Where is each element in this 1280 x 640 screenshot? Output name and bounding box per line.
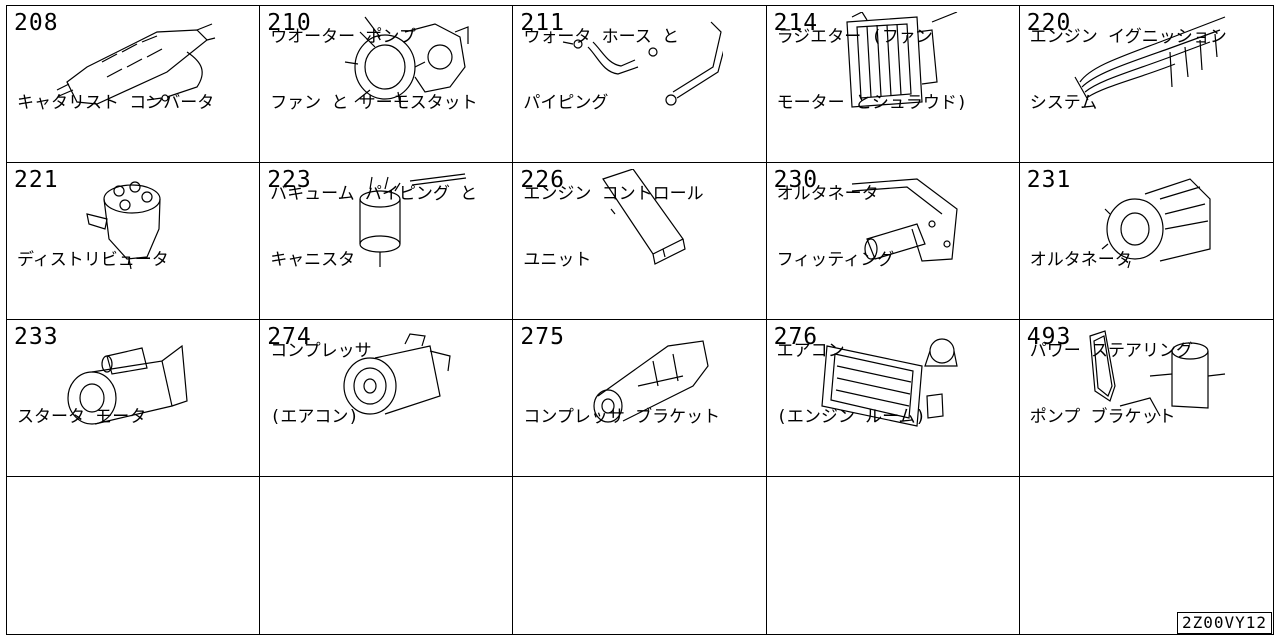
part-cell-223[interactable]: 223 バキューム パイピング と キャニスタ [260,163,514,320]
part-label: ウオーター ポンプ ファン と サーモスタット [270,27,478,113]
part-code: 231 [1026,167,1072,193]
part-code: 274 [267,324,312,350]
compressor-bracket-icon [553,326,723,428]
part-label: ディストリビュータ [17,250,169,270]
diagram-id: 2Z00VY12 [1176,612,1272,634]
part-code: 211 [520,10,565,36]
part-label: エンジン イグニッション システム [1029,27,1227,113]
part-cell-274[interactable]: 274 コンプレッサ (エアコン) [260,320,514,477]
empty-cell [513,477,767,634]
part-code: 221 [14,167,59,193]
vacuum-canister-icon [300,169,470,271]
parts-index-grid: 208 キャタリスト コンバータ 210 ウオーター ポンプ [6,5,1274,635]
part-code: 214 [773,10,819,36]
part-cell-275[interactable]: 275 コンプレッサ ブラケット [513,320,767,477]
part-cell-210[interactable]: 210 ウオーター ポンプ ファン と サーモスタット [260,6,514,163]
ignition-wires-icon [1060,12,1230,114]
part-cell-220[interactable]: 220 エンジン イグニッション システム [1019,6,1273,163]
part-label: パワー ステアリング ポンプ ブラケット [1029,341,1194,427]
ac-condenser-icon [807,326,977,428]
part-code: 276 [773,324,819,350]
part-cell-230[interactable]: 230 オルタネータ フィッティング [766,163,1020,320]
alternator-bracket-icon [807,169,977,271]
control-unit-icon [553,169,723,271]
part-cell-276[interactable]: 276 エアコン (エンジン ルーム) [766,320,1020,477]
part-cell-208[interactable]: 208 キャタリスト コンバータ [7,6,261,163]
part-label: バキューム パイピング と キャニスタ [270,184,478,270]
part-label: オルタネータ [1029,250,1132,270]
starter-motor-icon [47,326,217,428]
part-label: ウォータ ホース と パイピング [523,27,680,113]
alternator-icon [1060,169,1230,271]
part-code: 208 [14,10,59,36]
part-label: エンジン コントロール ユニット [523,184,704,270]
catalytic-converter-icon [47,12,217,114]
part-code: 230 [773,167,819,193]
part-cell-214[interactable]: 214 ラジエター (ファン モーター とシュラウド) [766,6,1020,163]
part-cell-221[interactable]: 221 ディストリビュータ [7,163,261,320]
part-code: 223 [267,167,312,193]
part-code: 210 [267,10,312,36]
empty-cell [1020,477,1273,634]
part-label: ラジエター (ファン モーター とシュラウド) [776,27,968,113]
part-cell-231[interactable]: 231 オルタネータ [1019,163,1273,320]
part-label: スタータ モータ [17,407,147,427]
radiator-icon [807,12,977,114]
part-code: 233 [14,324,59,350]
part-label: オルタネータ フィッティング [776,184,895,270]
part-code: 275 [520,324,565,350]
part-label: コンプレッサ ブラケット [523,407,721,427]
part-label: キャタリスト コンバータ [17,93,215,113]
part-cell-211[interactable]: 211 ウォータ ホース と パイピング [513,6,767,163]
part-label: コンプレッサ (エアコン) [270,341,372,427]
part-code: 493 [1026,324,1072,350]
part-cell-233[interactable]: 233 スタータ モータ [7,320,261,477]
distributor-icon [47,169,217,271]
part-label: エアコン (エンジン ルーム) [776,341,926,427]
empty-cell [767,477,1020,634]
part-cell-493[interactable]: 493 パワー ステアリング ポンプ ブラケット [1019,320,1273,477]
empty-cell [7,477,261,634]
empty-cell [260,477,514,634]
part-code: 220 [1026,10,1072,36]
power-steering-pump-icon [1060,326,1230,428]
part-code: 226 [520,167,565,193]
water-pump-icon [300,12,470,114]
ac-compressor-icon [300,326,470,428]
part-cell-226[interactable]: 226 エンジン コントロール ユニット [513,163,767,320]
